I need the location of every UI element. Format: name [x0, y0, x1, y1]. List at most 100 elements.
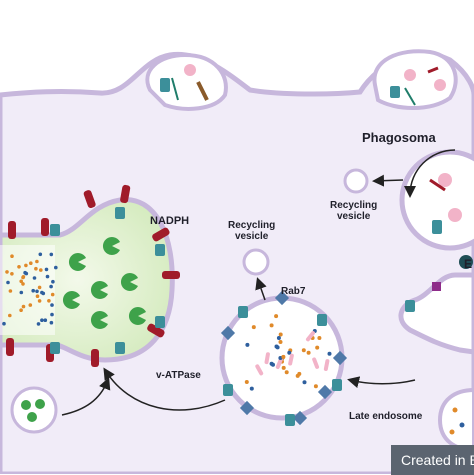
- particle-dot: [17, 265, 21, 269]
- recycling-vesicle-label-top: Recycling vesicle: [228, 220, 275, 242]
- particle-dot: [244, 380, 249, 384]
- late-endosome-partial: [437, 387, 474, 453]
- late-endosome-particles: [244, 314, 332, 391]
- phagolysosome-particles: [2, 252, 58, 326]
- rab7-diamond: [317, 384, 333, 400]
- nadph-label: NADPH: [150, 215, 190, 227]
- particle-dot: [8, 313, 12, 318]
- particle-dot: [36, 322, 41, 326]
- particle-dot: [38, 252, 43, 257]
- particle-dot: [2, 321, 6, 326]
- biorender-watermark: Created in BioRender: [391, 445, 474, 475]
- arrow-endosome-to-recycling: [255, 277, 267, 301]
- particle-dot: [306, 350, 311, 355]
- enzyme-mark: [62, 291, 80, 310]
- particle-dot: [21, 304, 26, 309]
- particle-dot: [10, 254, 14, 258]
- enzyme-mark: [120, 273, 138, 291]
- particle-dot: [249, 386, 254, 391]
- arrow-to-recycling-vesicle: [372, 174, 404, 187]
- lysosomal-enzymes: [62, 237, 146, 329]
- atpase-mark: [317, 314, 327, 326]
- particle-dot: [287, 350, 292, 355]
- recycling-vesicle-label-right-line1: Recycling: [330, 200, 378, 211]
- nadph-bar: [83, 190, 96, 209]
- particle-dot: [245, 342, 250, 347]
- particle-dot: [35, 294, 40, 299]
- particle-dot: [21, 275, 25, 280]
- particle-dot: [45, 274, 50, 279]
- particle-dot: [50, 303, 54, 307]
- particle-dot: [44, 267, 49, 272]
- nadph-bar: [41, 218, 49, 236]
- rab7-label: Rab7: [281, 286, 306, 297]
- particle-dot: [269, 323, 274, 328]
- recycling-vesicle-right: [343, 168, 369, 194]
- particle-dot: [49, 252, 54, 257]
- particle-dot: [6, 280, 10, 285]
- particle-dot: [5, 270, 9, 274]
- recycling-vesicle-middle: [242, 248, 270, 276]
- enzyme-mark: [90, 280, 108, 299]
- particle-dot: [34, 266, 38, 271]
- atpase-mark: [50, 342, 60, 354]
- particle-dot: [317, 336, 322, 340]
- late-endosome-label: Late endosome: [349, 411, 423, 422]
- particle-dot: [47, 299, 51, 303]
- nadph-bar: [6, 338, 14, 356]
- particle-dot: [31, 288, 35, 293]
- particle-dot: [49, 320, 54, 325]
- particle-dot: [24, 263, 28, 268]
- particle-dot: [21, 282, 25, 286]
- particle-dot: [281, 354, 286, 359]
- particle-dot: [35, 289, 39, 294]
- primary-lysosome: [10, 386, 58, 434]
- atpase-mark: [238, 306, 248, 318]
- particle-dot: [43, 318, 48, 323]
- cut-off-label: E: [464, 257, 473, 271]
- particle-dot: [281, 365, 286, 370]
- recycling-vesicle-label-right-line2: vesicle: [336, 211, 371, 222]
- phagosome: [399, 149, 474, 251]
- particle-dot: [10, 272, 14, 276]
- nadph-bar: [152, 227, 170, 242]
- nadph-bar: [91, 349, 99, 367]
- particle-dot: [302, 380, 307, 385]
- engulfment-pocket-left: [145, 52, 228, 111]
- particle-dot: [54, 265, 58, 270]
- enzyme-mark: [68, 253, 86, 271]
- recycling-vesicle-label-top-line1: Recycling: [228, 220, 276, 231]
- recycling-vesicle-label-right: Recycling vesicle: [330, 200, 377, 222]
- particle-dot: [28, 303, 33, 307]
- particle-dot: [50, 292, 55, 297]
- rab7-markers: [220, 290, 348, 426]
- particle-dot: [35, 259, 39, 264]
- arrow-early-to-late-endosome: [347, 376, 416, 389]
- particle-dot: [32, 276, 37, 280]
- particle-dot: [278, 356, 283, 360]
- particle-dot: [274, 344, 279, 349]
- particle-dot: [41, 291, 46, 296]
- nadph-bar: [147, 323, 165, 338]
- nadph-bar: [162, 271, 180, 279]
- particle-dot: [274, 314, 279, 319]
- particle-dot: [29, 261, 33, 266]
- particle-dot: [39, 268, 43, 272]
- particle-dot: [295, 373, 300, 378]
- atpase-mark: [115, 342, 125, 354]
- fragment-mark: [312, 357, 320, 369]
- nadph-bar: [120, 184, 131, 204]
- particle-dot: [49, 284, 53, 289]
- particle-dot: [37, 299, 42, 303]
- phagolysosome-atpases: [50, 207, 165, 354]
- particle-dot: [37, 285, 42, 290]
- atpase-mark: [223, 384, 233, 396]
- enzyme-mark: [128, 307, 146, 326]
- enzyme-mark: [90, 311, 108, 329]
- arrow-late-endosome-to-phagolysosome: [103, 367, 226, 411]
- particle-dot: [278, 332, 283, 337]
- particle-dot: [19, 290, 24, 295]
- particle-dot: [40, 318, 44, 323]
- rab7-diamond: [274, 290, 290, 306]
- particle-dot: [313, 384, 318, 389]
